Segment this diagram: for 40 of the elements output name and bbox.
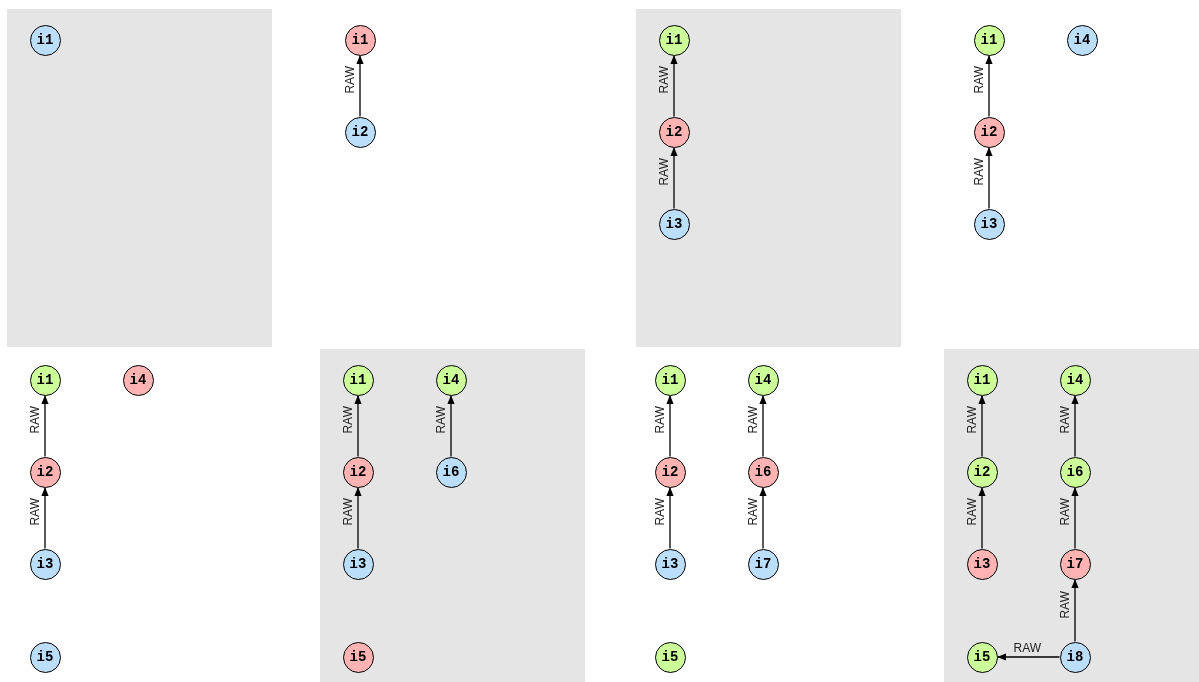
edge-label: RAW — [654, 406, 666, 434]
edge-label: RAW — [1059, 406, 1071, 434]
arrow — [759, 487, 767, 550]
arrow — [41, 487, 49, 550]
edge-label: RAW — [435, 406, 447, 434]
edge-label: RAW — [654, 498, 666, 526]
edge-label: RAW — [966, 406, 978, 434]
arrow — [356, 55, 364, 118]
edge-label: RAW — [1059, 498, 1071, 526]
edge-label: RAW — [658, 158, 670, 186]
arrow — [1071, 395, 1079, 458]
arrow — [354, 395, 362, 458]
arrow — [985, 55, 993, 118]
arrow — [354, 487, 362, 550]
edge-label: RAW — [29, 406, 41, 434]
arrow — [670, 147, 678, 210]
edge-label: RAW — [973, 158, 985, 186]
arrow — [1071, 487, 1079, 550]
arrow — [670, 55, 678, 118]
edge-label: RAW — [658, 66, 670, 94]
edge-label: RAW — [966, 498, 978, 526]
edge-label: RAW — [342, 406, 354, 434]
arrow — [666, 487, 674, 550]
arrow — [1071, 579, 1079, 643]
arrow — [978, 395, 986, 458]
edge-label: RAW — [1059, 590, 1071, 619]
edge-label: RAW — [344, 66, 356, 94]
arrow — [978, 487, 986, 550]
edge-label: RAW — [1013, 642, 1042, 654]
arrow — [447, 395, 455, 458]
arrow — [666, 395, 674, 458]
arrow — [985, 147, 993, 210]
arrow — [997, 653, 1061, 661]
edge-label: RAW — [973, 66, 985, 94]
edge-label: RAW — [342, 498, 354, 526]
arrow — [759, 395, 767, 458]
edge-label: RAW — [747, 406, 759, 434]
arrow — [41, 395, 49, 458]
edge-label: RAW — [29, 498, 41, 526]
edge-label: RAW — [747, 498, 759, 526]
